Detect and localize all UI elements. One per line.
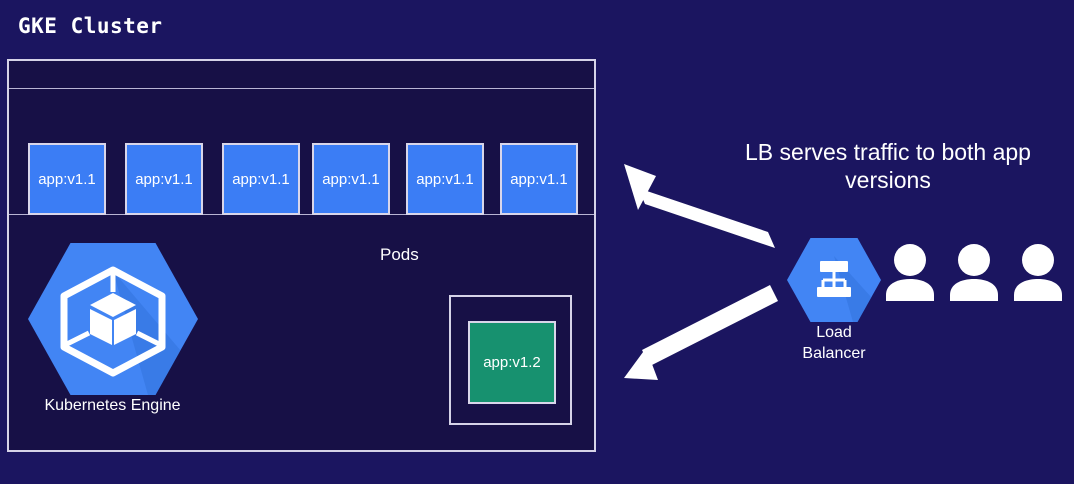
- pod-app-v1-1-6[interactable]: app:v1.1: [500, 143, 578, 215]
- page-title: GKE Cluster: [18, 14, 163, 38]
- load-balancer-label: Load Balancer: [786, 322, 882, 364]
- load-balancer-hexagon-icon: [787, 238, 881, 322]
- users-group: [884, 243, 1064, 303]
- user-icon: [950, 244, 998, 301]
- pods-row: app:v1.1 app:v1.1 app:v1.1 app:v1.1 app:…: [9, 89, 594, 215]
- pod-label: app:v1.1: [232, 170, 290, 188]
- lb-annotation-line1: LB serves traffic to both app: [745, 139, 1031, 165]
- load-balancer-label-line1: Load: [816, 324, 852, 341]
- pods-label: Pods: [380, 245, 419, 264]
- pod-app-v1-1-5[interactable]: app:v1.1: [406, 143, 484, 215]
- load-balancer-node[interactable]: Load Balancer: [786, 238, 882, 364]
- user-icon: [886, 244, 934, 301]
- kubernetes-engine-label: Kubernetes Engine: [44, 397, 181, 414]
- kubernetes-engine-hexagon-icon: [27, 243, 198, 395]
- lb-annotation-line2: versions: [845, 167, 931, 193]
- canary-pod-group: app:v1.2: [449, 295, 572, 425]
- pod-app-v1-1-3[interactable]: app:v1.1: [222, 143, 300, 215]
- pod-label: app:v1.1: [135, 170, 193, 188]
- pod-label: app:v1.2: [483, 354, 541, 371]
- pod-app-v1-1-1[interactable]: app:v1.1: [28, 143, 106, 215]
- cluster-header-strip: [9, 61, 594, 89]
- pod-app-v1-1-2[interactable]: app:v1.1: [125, 143, 203, 215]
- kubernetes-engine-node[interactable]: Kubernetes Engine: [25, 243, 200, 415]
- lb-annotation: LB serves traffic to both app versions: [712, 138, 1064, 194]
- pod-label: app:v1.1: [322, 170, 380, 188]
- arrow-to-pod-v1-2: [624, 285, 778, 380]
- pod-label: app:v1.1: [510, 170, 568, 188]
- pod-label: app:v1.1: [416, 170, 474, 188]
- pod-app-v1-2[interactable]: app:v1.2: [468, 321, 556, 404]
- pod-app-v1-1-4[interactable]: app:v1.1: [312, 143, 390, 215]
- pod-label: app:v1.1: [38, 170, 96, 188]
- user-icon: [1014, 244, 1062, 301]
- load-balancer-label-line2: Balancer: [802, 345, 866, 362]
